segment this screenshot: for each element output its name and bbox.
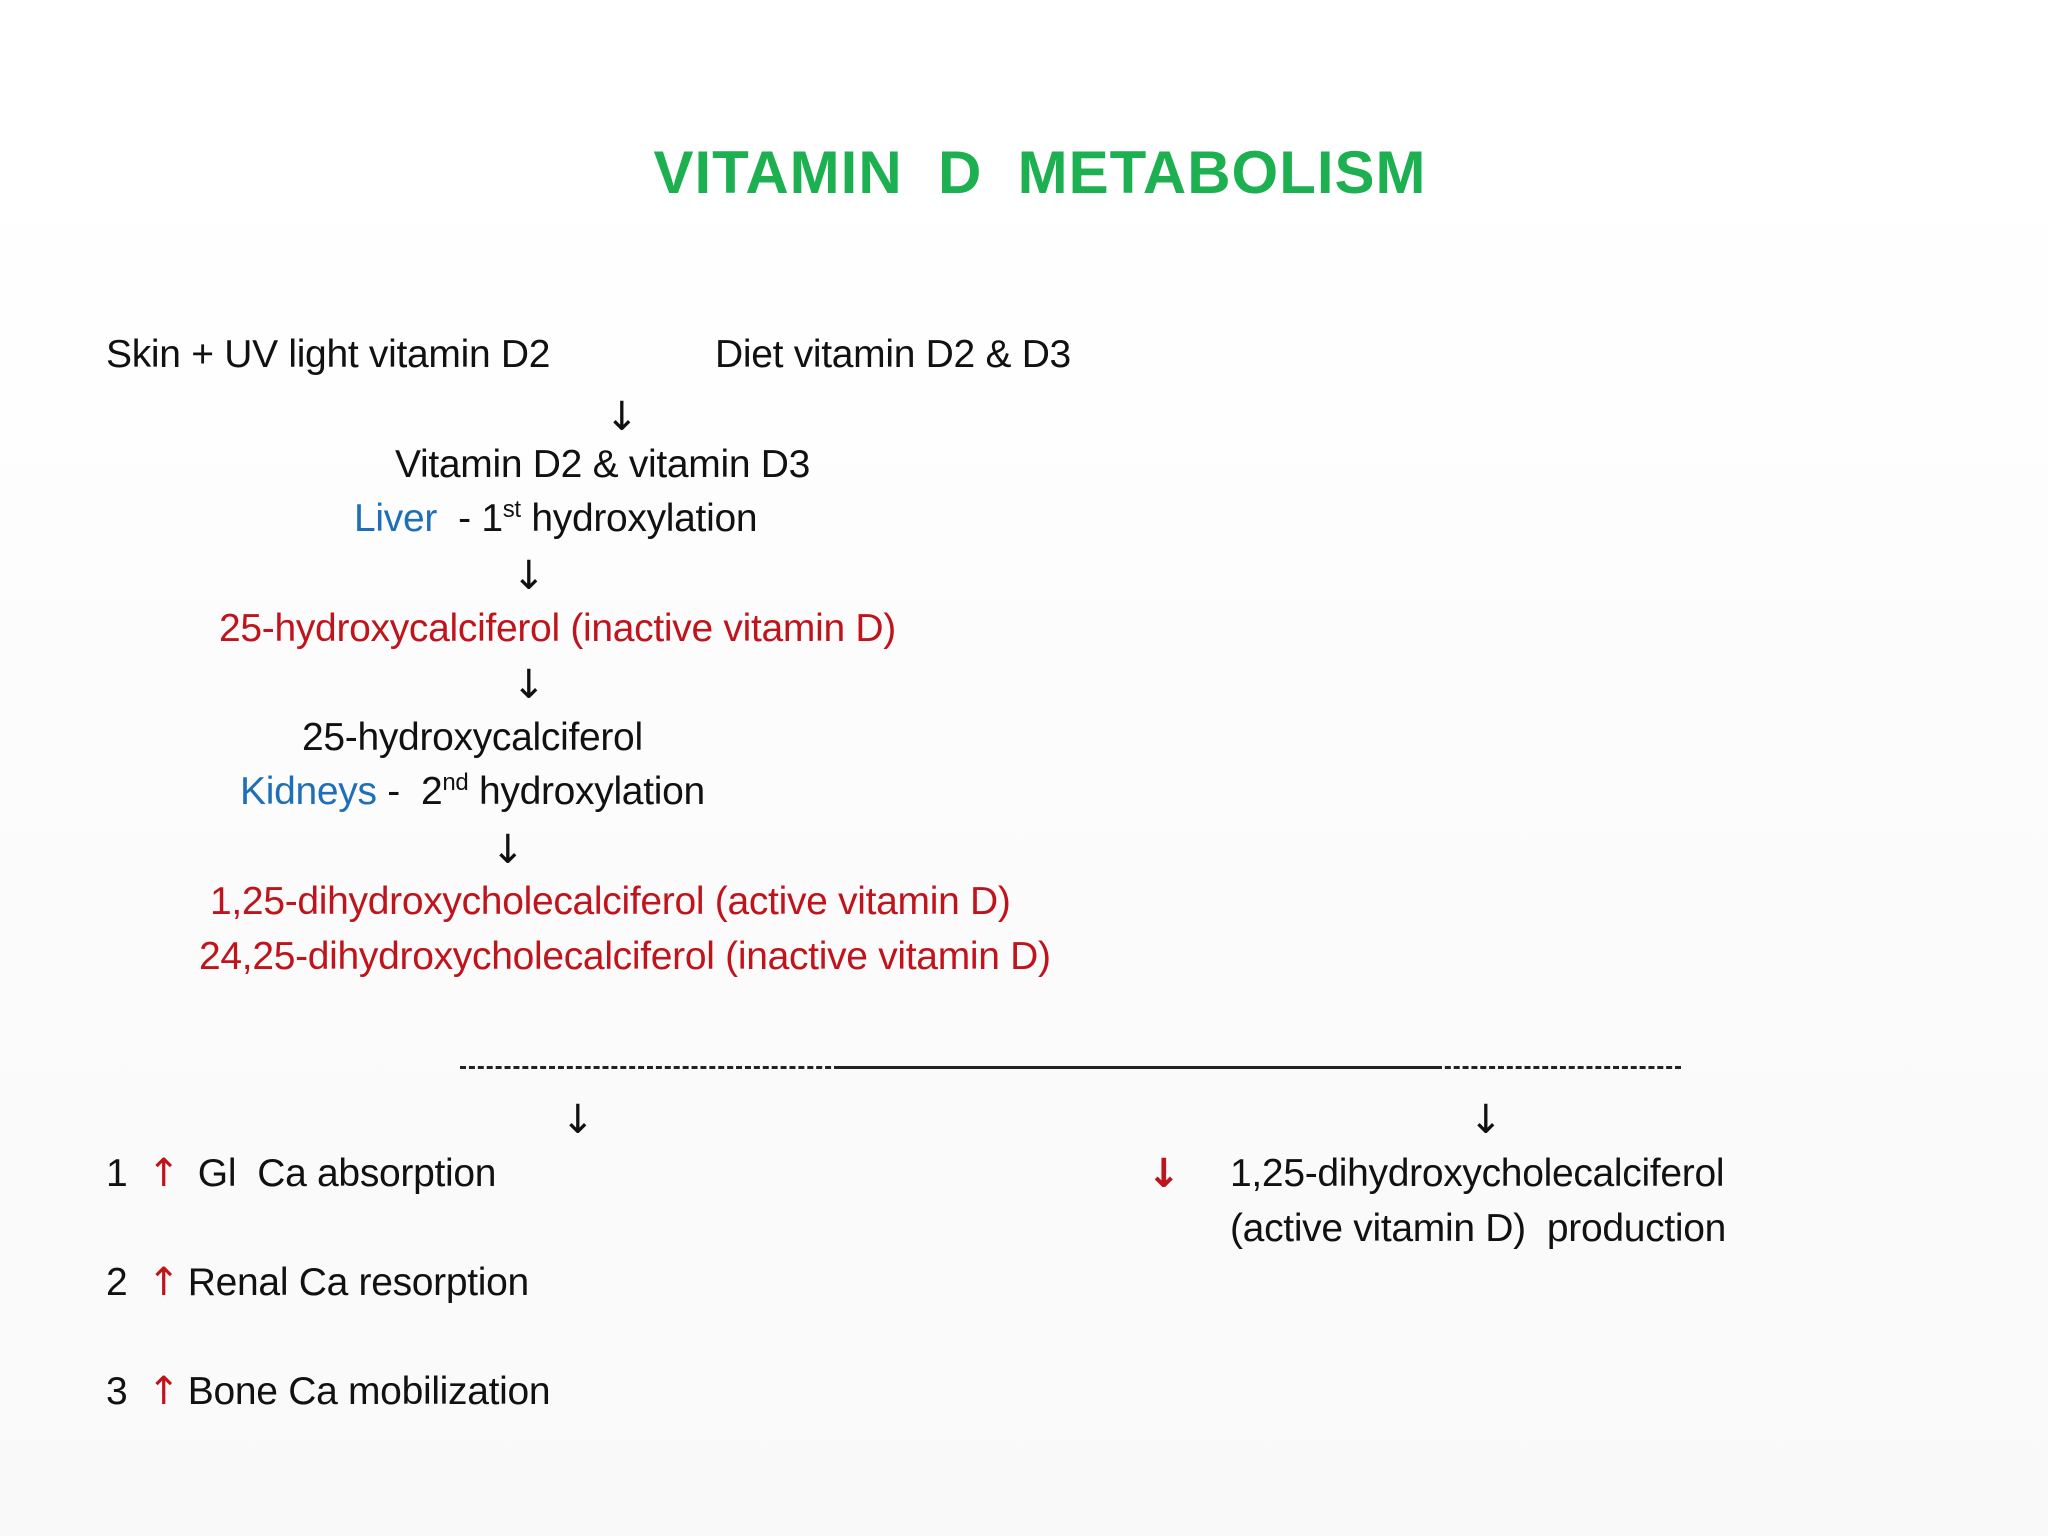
diet-source-text: Diet vitamin D2 & D3	[715, 333, 1071, 376]
liver-ordinal: st	[502, 496, 521, 523]
effect-text: Bone Ca mobilization	[187, 1370, 551, 1413]
down-arrow-icon: ↓	[512, 553, 546, 599]
effect-text: Gl Ca absorption	[197, 1152, 497, 1195]
liver-hydroxylation-text: Liver - 1st hydroxylation	[354, 495, 758, 543]
down-arrow-icon: ↓	[1469, 1097, 1503, 1143]
branch-rule-middle	[840, 1066, 1436, 1069]
kidney-ordinal: nd	[442, 769, 469, 796]
kidney-step-label: hydroxylation	[468, 770, 705, 813]
inactive-24-25-text: 24,25-dihydroxycholecalciferol (inactive…	[199, 935, 1051, 978]
liver-step-label: hydroxylation	[520, 497, 758, 540]
down-arrow-icon: ↓	[605, 394, 639, 440]
inactive-25-hydroxycalciferol-text: 25-hydroxycalciferol (inactive vitamin D…	[219, 607, 896, 650]
vitamin-d2-d3-text: Vitamin D2 & vitamin D3	[395, 443, 811, 486]
feedback-line-2: (active vitamin D) production	[1230, 1207, 1727, 1250]
kidney-hydroxylation-text: Kidneys - 2nd hydroxylation	[240, 768, 705, 816]
effect-item-1: 1 ↑ Gl Ca absorption	[106, 1150, 496, 1198]
up-arrow-icon: ↑	[147, 1369, 180, 1414]
down-arrow-icon: ↓	[561, 1097, 595, 1143]
feedback-line-1: 1,25-dihydroxycholecalciferol	[1230, 1152, 1725, 1195]
active-vitamin-d-text: 1,25-dihydroxycholecalciferol (active vi…	[210, 880, 1011, 923]
down-arrow-icon: ↓	[1147, 1151, 1181, 1197]
down-arrow-icon: ↓	[512, 662, 546, 708]
skin-source-text: Skin + UV light vitamin D2	[106, 333, 551, 376]
up-arrow-icon: ↑	[147, 1260, 180, 1305]
effect-item-3: 3 ↑Bone Ca mobilization	[106, 1368, 551, 1416]
kidney-separator: - 2	[376, 770, 443, 813]
25-hydroxycalciferol-text: 25-hydroxycalciferol	[302, 716, 643, 759]
up-arrow-icon: ↑	[147, 1151, 180, 1196]
effect-item-2: 2 ↑Renal Ca resorption	[106, 1259, 529, 1307]
kidneys-label: Kidneys	[240, 770, 377, 813]
effect-number: 2	[106, 1261, 128, 1304]
effect-number: 1	[106, 1152, 128, 1195]
effect-text: Renal Ca resorption	[187, 1261, 529, 1304]
branch-rule-right	[1436, 1066, 1681, 1069]
liver-separator: - 1	[437, 497, 503, 540]
branch-rule-left	[460, 1066, 840, 1069]
down-arrow-icon: ↓	[491, 827, 525, 873]
effect-number: 3	[106, 1370, 128, 1413]
page-title: VITAMIN D METABOLISM	[653, 139, 1427, 206]
liver-label: Liver	[354, 497, 438, 540]
